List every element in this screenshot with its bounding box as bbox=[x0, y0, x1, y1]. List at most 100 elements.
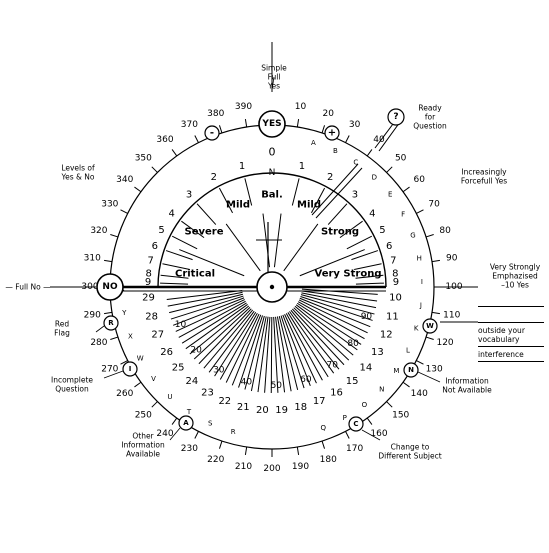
outer-number: 70 bbox=[428, 199, 440, 209]
outer-tick bbox=[321, 440, 326, 449]
outer-number: 250 bbox=[135, 411, 152, 421]
segment-balanced: Bal. bbox=[261, 190, 283, 201]
yes-fan-number: 8 bbox=[145, 269, 151, 280]
outer-tick bbox=[218, 440, 223, 449]
outer-tick bbox=[416, 209, 424, 214]
change-subject-label: Change to bbox=[391, 443, 430, 452]
outer-number: 370 bbox=[181, 120, 198, 130]
ring-letter: G bbox=[410, 232, 415, 240]
no-fan-number: 16 bbox=[330, 387, 343, 398]
yes-fan-number: 2 bbox=[327, 172, 333, 183]
yes-fan-tick bbox=[291, 178, 300, 206]
outer-tick bbox=[134, 381, 142, 388]
other-info-label: Available bbox=[126, 450, 160, 459]
yes-fan-tick bbox=[160, 282, 189, 285]
outer-number: 310 bbox=[84, 254, 101, 264]
mild-ray bbox=[225, 223, 261, 272]
outer-tick bbox=[296, 446, 300, 455]
question-marker-circle bbox=[387, 108, 405, 126]
outer-tick bbox=[120, 360, 128, 365]
yes-fan-number: 2 bbox=[211, 172, 217, 183]
no-fan-ray bbox=[189, 305, 250, 355]
outer-number: 290 bbox=[84, 310, 101, 320]
no-fan-number: 12 bbox=[380, 330, 393, 341]
inner-scale-number: 70 bbox=[327, 361, 339, 371]
outer-number: 180 bbox=[320, 455, 337, 465]
ring-letter: Y bbox=[121, 309, 127, 317]
simple-full-yes-label: Full bbox=[268, 73, 281, 82]
other-available-marker: A bbox=[183, 419, 189, 427]
no-fan-ray bbox=[170, 295, 244, 320]
inner-scale-number: 60 bbox=[300, 375, 312, 385]
no-fan-ray bbox=[301, 290, 378, 302]
increasingly-forceful-label: Increasingly bbox=[461, 168, 507, 177]
side-rule-3 bbox=[478, 346, 544, 347]
no-fan-number: 17 bbox=[313, 396, 326, 407]
no-fan-ray bbox=[293, 307, 350, 361]
no-fan-ray bbox=[273, 316, 279, 393]
no-fan-ray bbox=[275, 316, 286, 393]
outer-tick bbox=[151, 401, 158, 408]
outer-number: 210 bbox=[235, 462, 252, 472]
no-fan-ray bbox=[169, 293, 244, 314]
ring-letter: J bbox=[419, 301, 422, 309]
outer-number: 340 bbox=[116, 175, 133, 185]
ready-for-question-label: for bbox=[425, 113, 436, 122]
segment-critical: Critical bbox=[175, 269, 215, 280]
not-available-marker: N bbox=[408, 366, 414, 374]
mild-ray bbox=[283, 223, 319, 272]
ring-letter: S bbox=[208, 420, 213, 428]
outer-tick bbox=[134, 186, 142, 193]
minus-marker-circle bbox=[204, 125, 220, 141]
outer-tick bbox=[171, 149, 178, 157]
outer-tick bbox=[110, 233, 119, 238]
incomplete-marker: I bbox=[129, 365, 132, 373]
yes-fan-tick bbox=[218, 187, 234, 214]
center-dot bbox=[269, 284, 275, 290]
outer-tick bbox=[120, 209, 128, 214]
yes-fan-number: 4 bbox=[369, 209, 375, 220]
outer-tick bbox=[171, 417, 178, 425]
no-fan-ray bbox=[285, 313, 323, 381]
red-flag-marker: R bbox=[108, 319, 114, 327]
inner-scale-number: 40 bbox=[241, 378, 253, 388]
no-fan-number: 11 bbox=[386, 311, 399, 322]
no-fan-number: 10 bbox=[389, 292, 402, 303]
no-marker: NO bbox=[102, 282, 118, 292]
outer-number: 120 bbox=[436, 338, 453, 348]
segment-severe: Severe bbox=[185, 227, 224, 238]
no-fan-number: 24 bbox=[185, 376, 198, 387]
callout-line bbox=[361, 429, 381, 441]
no-fan-number: 15 bbox=[346, 376, 359, 387]
inner-scale-number: 50 bbox=[271, 381, 283, 391]
ring-letter: A bbox=[311, 139, 316, 147]
callout-line bbox=[103, 370, 124, 379]
outer-tick bbox=[366, 417, 373, 425]
yes-marker-circle bbox=[258, 110, 286, 138]
strong-ray bbox=[179, 249, 245, 277]
ring-letter: D bbox=[372, 173, 377, 181]
outer-number: 260 bbox=[116, 389, 133, 399]
no-fan-number: 14 bbox=[360, 363, 373, 374]
outer-tick bbox=[194, 135, 199, 143]
yes-fan-number: 9 bbox=[145, 277, 151, 288]
yes-fan-number: 7 bbox=[390, 256, 396, 267]
ready-for-question-label: Ready bbox=[418, 104, 442, 113]
outer-number: 10 bbox=[295, 102, 307, 112]
outer-tick bbox=[431, 311, 440, 315]
plus-marker-circle bbox=[324, 125, 340, 141]
no-fan-ray bbox=[250, 316, 267, 392]
change-subject-marker: C bbox=[353, 420, 358, 428]
no-fan-ray bbox=[225, 313, 260, 383]
outer-number: 150 bbox=[392, 411, 409, 421]
yes-fan-tick bbox=[327, 203, 348, 225]
side-rule-1 bbox=[478, 306, 544, 307]
outer-number: 160 bbox=[370, 429, 387, 439]
no-fan-number: 13 bbox=[371, 347, 384, 358]
strong-pointer-2 bbox=[315, 167, 363, 219]
simple-full-yes-label: Simple bbox=[261, 64, 287, 73]
callout-line bbox=[271, 76, 275, 91]
yes-fan-number: 6 bbox=[152, 241, 158, 252]
no-fan-number: 25 bbox=[172, 363, 185, 374]
